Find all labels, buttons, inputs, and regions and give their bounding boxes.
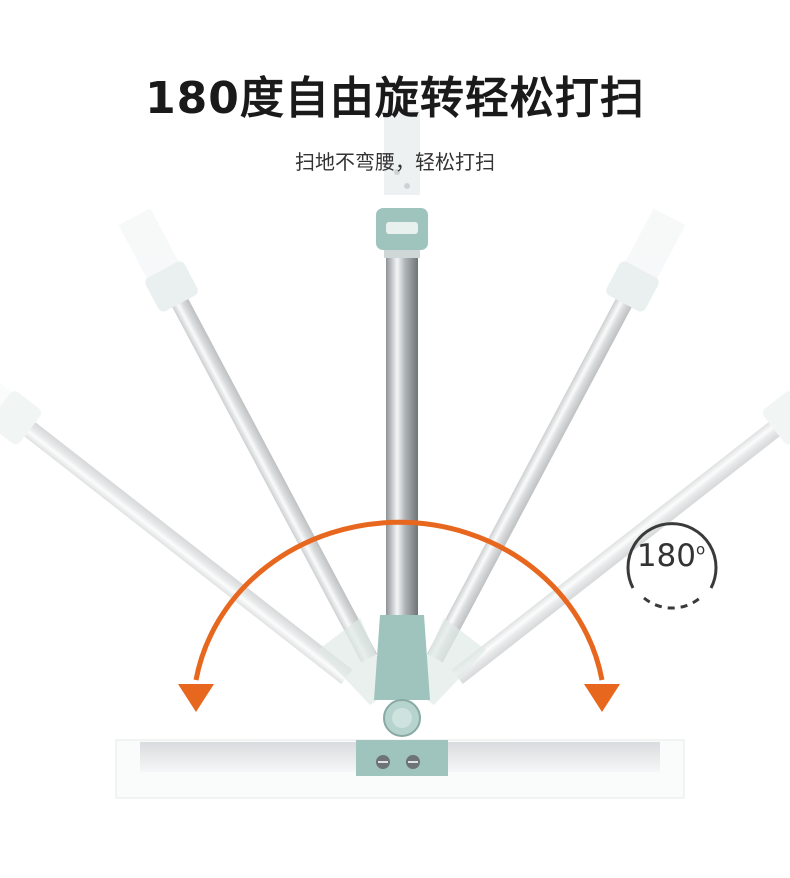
swivel-joint	[374, 615, 430, 737]
rotation-badge-icon	[626, 522, 718, 610]
rotation-arrow	[178, 519, 620, 712]
rotation-badge-label: 180o	[625, 538, 717, 574]
joint-ghost-right	[412, 618, 486, 705]
pole-left-near	[118, 208, 378, 663]
badge-value: 180	[636, 538, 696, 574]
arrow-head-right	[584, 684, 620, 712]
pole-right-near	[426, 208, 686, 663]
pole-left-far	[0, 354, 353, 684]
headline: 180度自由旋转轻松打扫	[145, 73, 645, 124]
badge-unit: o	[695, 540, 706, 559]
joint-ghost-left	[318, 618, 392, 705]
squeegee-blade	[115, 739, 685, 799]
arrow-head-left	[178, 684, 214, 712]
subheadline: 扫地不弯腰，轻松打扫	[295, 150, 495, 174]
pole-center	[376, 110, 428, 618]
pole-right-far	[451, 391, 790, 684]
